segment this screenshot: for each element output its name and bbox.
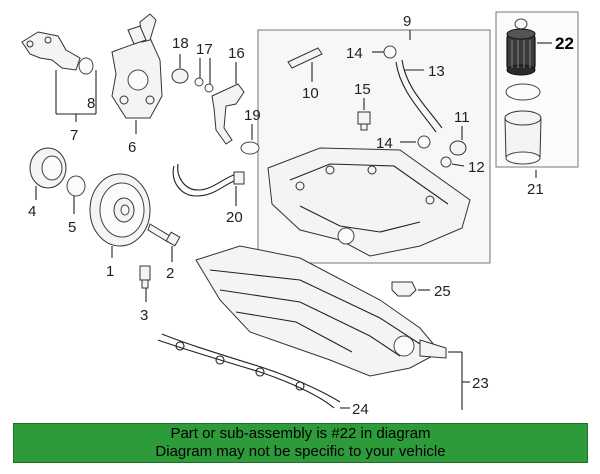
- callout-16: 16: [228, 45, 245, 62]
- callout-23: 23: [472, 375, 489, 392]
- info-banner: Part or sub-assembly is #22 in diagram D…: [13, 423, 588, 463]
- callout-8: 8: [87, 95, 95, 112]
- part-2-bolt[interactable]: [147, 223, 181, 247]
- callout-4: 4: [28, 203, 36, 220]
- part-19-seal[interactable]: [240, 141, 260, 155]
- callout-10: 10: [302, 85, 319, 102]
- callout-5: 5: [68, 219, 76, 236]
- part-1-pulley[interactable]: [89, 173, 151, 247]
- callout-24: 24: [352, 401, 369, 418]
- callout-17: 17: [196, 41, 213, 58]
- part-24-gasket[interactable]: [157, 333, 341, 409]
- banner-line-1: Part or sub-assembly is #22 in diagram: [170, 425, 431, 442]
- part-8-outlet-housing[interactable]: [21, 31, 94, 75]
- callout-18: 18: [172, 35, 189, 52]
- part-9-oil-pan[interactable]: [267, 147, 471, 257]
- part-12-washer[interactable]: [440, 156, 452, 168]
- part-14-orings[interactable]: [383, 45, 431, 149]
- callout-3: 3: [140, 307, 148, 324]
- part-13-tube[interactable]: [395, 59, 443, 133]
- part-3-bolt[interactable]: [139, 265, 151, 289]
- leader-lines: [35, 30, 552, 410]
- part-18-sensor[interactable]: [171, 68, 189, 84]
- part-20-hose[interactable]: [172, 163, 245, 197]
- part-6-bracket[interactable]: [111, 13, 163, 119]
- part-4-hub[interactable]: [29, 147, 67, 189]
- callout-19: 19: [244, 107, 261, 124]
- callout-20: 20: [226, 209, 243, 226]
- part-23-intake-manifold[interactable]: [195, 245, 447, 377]
- part-22-oil-filter[interactable]: [506, 18, 536, 76]
- banner-line-2: Diagram may not be specific to your vehi…: [155, 443, 446, 460]
- callout-14-lower: 14: [376, 135, 393, 152]
- callout-14-upper: 14: [346, 45, 363, 62]
- callout-6: 6: [128, 139, 136, 156]
- callout-21: 21: [527, 181, 544, 198]
- callout-2: 2: [166, 265, 174, 282]
- part-5-washer[interactable]: [66, 175, 86, 197]
- part-10-sealant[interactable]: [287, 47, 323, 69]
- part-17-orings[interactable]: [194, 77, 214, 93]
- part-16-pipe[interactable]: [211, 83, 245, 145]
- callout-11: 11: [454, 109, 470, 126]
- callout-labels: 8 7 6 18 17 16 19 20 4 5 1 2 3 9 10 14 1…: [28, 13, 574, 418]
- callout-15: 15: [354, 81, 371, 98]
- callout-1: 1: [106, 263, 114, 280]
- callout-9: 9: [403, 13, 411, 30]
- callout-13: 13: [428, 63, 445, 80]
- part-11-plug[interactable]: [449, 140, 467, 156]
- part-15-bolt[interactable]: [357, 111, 371, 131]
- callout-7: 7: [70, 127, 78, 144]
- callout-12: 12: [468, 159, 485, 176]
- callout-22: 22: [555, 34, 574, 53]
- part-25-sensor[interactable]: [391, 281, 417, 297]
- part-21-filter-housing[interactable]: [504, 83, 542, 165]
- callout-25: 25: [434, 283, 451, 300]
